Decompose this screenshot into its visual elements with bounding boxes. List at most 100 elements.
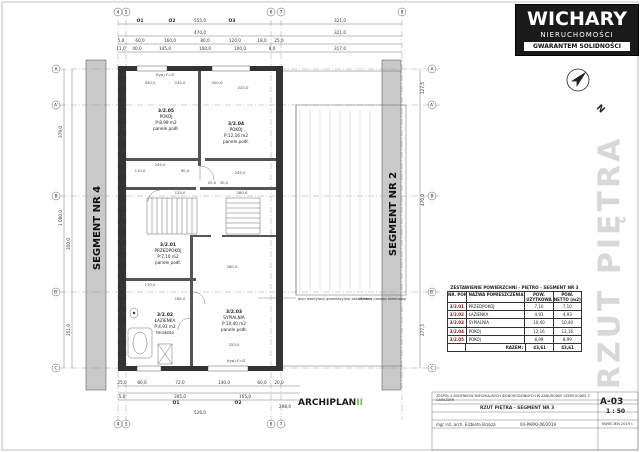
dim-bath-0: 170,0 xyxy=(145,282,156,287)
dim-hall-5: 280,0 xyxy=(237,190,248,195)
dim-bot-r1-2: 72,0 xyxy=(175,380,185,385)
table-row: 3/2.02 ŁAZIENKA 4,93 4,93 xyxy=(447,310,582,319)
dim-bot-r2-2: 165,0 xyxy=(239,394,251,399)
row-nr: 3/2.01 xyxy=(447,303,466,311)
table-row: 3/2.04 POKÓJ 12,16 12,16 xyxy=(447,326,582,335)
axis-bot-6: 6 xyxy=(270,422,273,428)
dim-left-3: 251,0 xyxy=(66,324,71,336)
dim-room05-0: 340,0 xyxy=(145,80,156,85)
axis-row-a-right: A xyxy=(430,67,434,73)
dim-hall-6: 245,0 xyxy=(235,170,246,175)
room-01-name: PRZEDPOKÓJ xyxy=(154,248,181,253)
dim-bot-r1-0: 25,0 xyxy=(117,380,127,385)
axis-row-a2-right: A' xyxy=(430,103,434,109)
total-label: RAZEM: xyxy=(465,343,525,352)
dim-hall-0: 110,0 xyxy=(135,168,146,173)
room-01-area: P:7,10 m2 xyxy=(157,254,179,259)
area-table-total: RAZEM: 43,61 43,61 xyxy=(447,342,583,353)
room-05-name: POKÓJ xyxy=(160,114,173,119)
logo-subtitle: NIERUCHOMOŚCI xyxy=(540,31,614,39)
dim-hall-2: 20,0 xyxy=(208,180,217,185)
room-03-number: 3/2.03 xyxy=(226,309,242,315)
dim-bed-1: 253,0 xyxy=(229,342,240,347)
dim-top-r4-4: 100,0 xyxy=(234,46,246,51)
dim-top-r4-1: 40,0 xyxy=(132,46,142,51)
axis-row-a2-left: A' xyxy=(54,103,58,109)
dim-bot-r3-0: 526,0 xyxy=(194,410,206,415)
dim-hall-3: 30,0 xyxy=(220,180,229,185)
drawing-scale: 1 : 50 xyxy=(606,408,626,415)
room-02-area: P:4,93 m2 xyxy=(154,324,176,329)
axis-top-o2: O2 xyxy=(169,18,176,24)
dim-hall-1: 90,0 xyxy=(181,168,190,173)
axis-bot-7: 7 xyxy=(280,422,283,428)
room-04-area: P:12,16 m2 xyxy=(224,133,248,138)
dim-left-0: 379,0 xyxy=(58,126,63,138)
logo-brand-text: WICHARY xyxy=(527,8,627,30)
axis-row-c-left: C xyxy=(54,366,57,372)
title-block-date: KWIECIEŃ 2019 r. xyxy=(602,422,634,426)
dim-top-r3-1: 60,0 xyxy=(135,38,145,43)
axis-top-o1: O1 xyxy=(137,18,144,24)
dim-top-r4-2: 145,0 xyxy=(159,46,171,51)
company-stamp-suffix: II xyxy=(356,398,363,408)
window-label-bottom: (typ) F=D xyxy=(227,358,246,363)
total-pn: 43,61 xyxy=(553,343,583,352)
header-pn: POW. NETTO (m2) xyxy=(552,292,582,302)
axis-bot-o1: O1 xyxy=(173,400,180,406)
dim-top-r3-4: 120,0 xyxy=(229,38,241,43)
total-spacer xyxy=(447,343,465,352)
axis-bot-5: 5 xyxy=(125,422,128,428)
axis-top-6: 6 xyxy=(270,10,273,16)
dim-top-r3-3: 80,0 xyxy=(200,38,210,43)
dim-right-2: 277,5 xyxy=(420,324,425,336)
axis-row-b2-right: B' xyxy=(430,290,434,296)
drawing-title-vertical: RZUT PIĘTRA xyxy=(590,130,630,390)
dim-bot-r1-5: 298,0 xyxy=(279,404,291,409)
row-pu: 12,16 xyxy=(524,327,552,335)
axis-row-b-right: B xyxy=(430,194,433,200)
dim-top-right: 321,0 xyxy=(334,18,346,23)
dim-top-left: 555,0 xyxy=(194,18,206,23)
area-table: ZESTAWIENIE POWIERZCHNI - PIĘTRO - SEGME… xyxy=(447,284,583,353)
dim-room05-2: 245,0 xyxy=(155,162,166,167)
dim-top-right-mid: 321,0 xyxy=(334,30,346,35)
title-block-notes: ZESPÓŁ 4 BUDYNKÓW MIESZKALNYCH JEDNORODZ… xyxy=(436,394,590,402)
segment-4-band xyxy=(85,59,107,391)
dim-bot-r2-0: 5,0 xyxy=(119,394,126,399)
row-name: ŁAZIENKA xyxy=(465,311,525,319)
dim-top-mid: 470,0 xyxy=(194,30,206,35)
dim-bot-r1-3: 140,0 xyxy=(218,380,230,385)
room-02-number: 3/2.02 xyxy=(157,312,173,318)
room-05-floor: panele podł. xyxy=(153,126,179,131)
axis-top-7: 7 xyxy=(280,10,283,16)
north-arrow-icon xyxy=(566,68,590,92)
total-pu: 43,61 xyxy=(525,343,553,352)
room-01-number: 3/2.01 xyxy=(160,242,176,248)
axis-row-b-left: B xyxy=(54,194,57,200)
room-04-number: 3/2.04 xyxy=(228,121,244,127)
row-nr: 3/2.03 xyxy=(447,319,466,327)
row-name: SYPIALNIA xyxy=(465,319,525,327)
row-nr: 3/2.04 xyxy=(447,327,466,335)
dim-left-1: 1 080,0 xyxy=(58,210,63,226)
room-05-area: P:8,99 m2 xyxy=(155,120,177,125)
area-table-header: NR. POM. NAZWA POMIESZCZENIA POW. UŻYTKO… xyxy=(447,291,582,302)
row-pn: 4,93 xyxy=(552,311,582,319)
dim-bot-r1-1: 80,0 xyxy=(137,380,147,385)
row-pn: 8,99 xyxy=(552,335,582,343)
north-label: N xyxy=(594,103,606,115)
dim-right-1: 470,0 xyxy=(420,194,425,206)
title-block-project-no: 04-PARKI-06/2019 xyxy=(520,422,557,427)
room-03-name: SYPIALNIA xyxy=(223,315,245,320)
row-pu: 8,99 xyxy=(524,335,552,343)
row-name: POKÓJ xyxy=(465,327,525,335)
axis-top-o3: O3 xyxy=(229,18,236,24)
axis-top-5: 5 xyxy=(125,10,128,16)
table-row: 3/2.05 POKÓJ 8,99 8,99 xyxy=(447,334,582,343)
dim-room04-1: 220,0 xyxy=(238,85,249,90)
dim-right-0: 127,5 xyxy=(420,82,425,94)
room-03-area: P:10,40 m2 xyxy=(222,321,246,326)
vent-size: 149mm xyxy=(358,297,372,301)
row-pn: 10,40 xyxy=(552,319,582,327)
